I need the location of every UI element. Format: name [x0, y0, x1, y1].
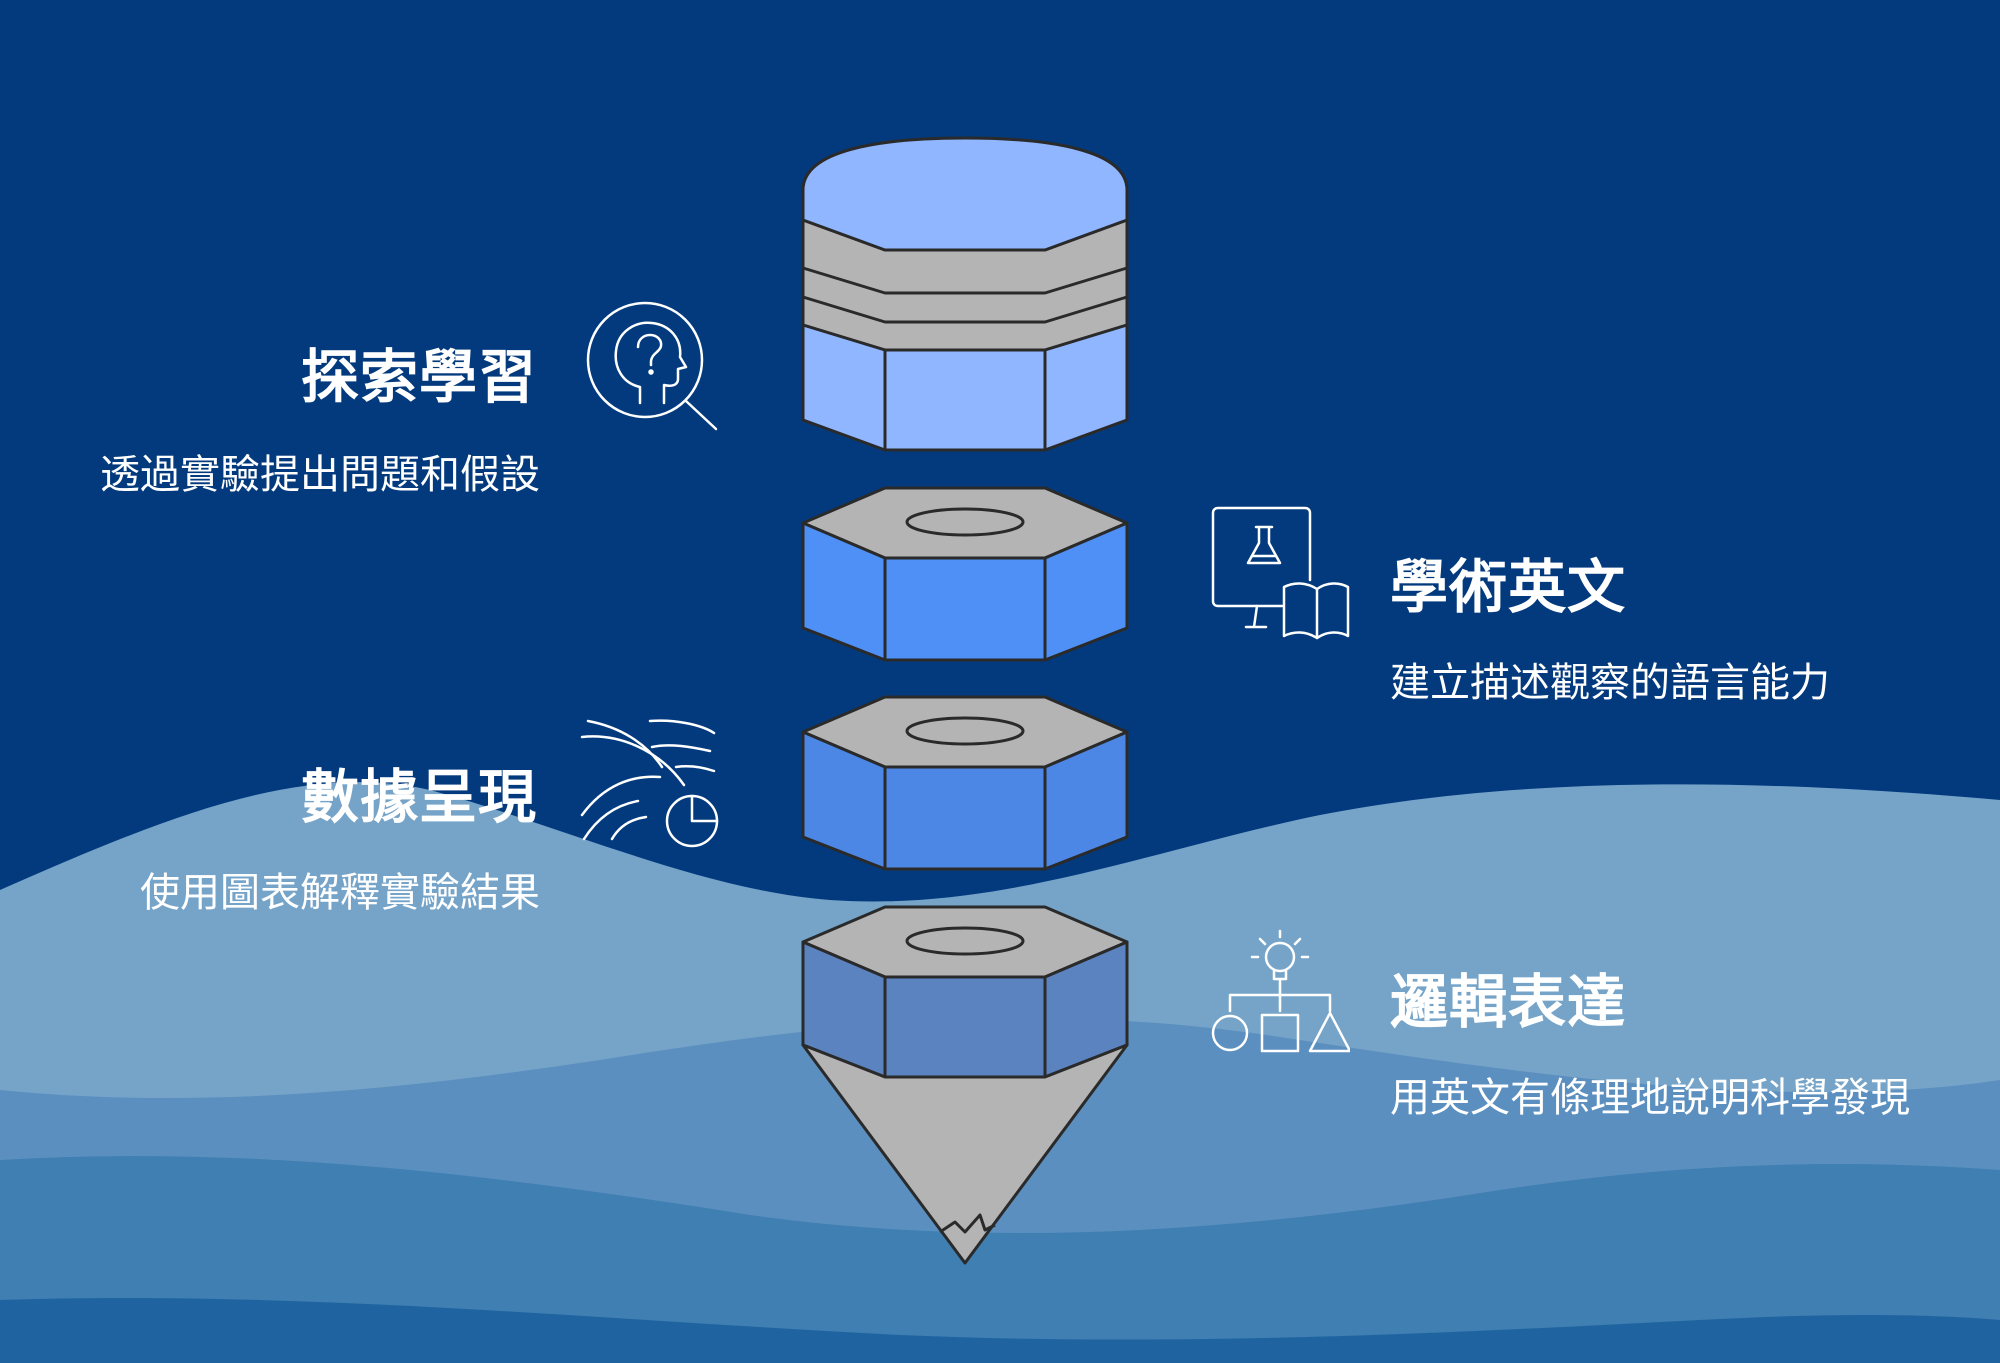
pencil-stack: [801, 136, 1129, 1265]
pencil-segment-2: [801, 695, 1129, 871]
item-title-data-presentation: 數據呈現: [300, 763, 537, 831]
wave-bottom: [0, 1298, 2000, 1363]
head-question-magnifier-icon: [580, 295, 720, 435]
item-description-academic-english: 建立描述觀察的語言能力: [1390, 660, 1830, 706]
lightbulb-shapes-hierarchy-icon: [1210, 925, 1350, 1065]
monitor-flask-book-icon: [1210, 505, 1350, 645]
item-title-exploration: 探索學習: [300, 343, 537, 411]
item-description-exploration: 透過實驗提出問題和假設: [100, 452, 540, 498]
item-title-academic-english: 學術英文: [1390, 553, 1627, 621]
pencil-segment-3: [801, 905, 1129, 1079]
pencil-segment-1: [801, 486, 1129, 662]
pencil-tip: [801, 1043, 1129, 1265]
pencil-cap: [801, 136, 1129, 452]
item-description-logical-expression: 用英文有條理地說明科學發現: [1390, 1075, 1910, 1121]
wind-pie-chart-icon: [580, 715, 720, 855]
item-title-logical-expression: 邏輯表達: [1390, 968, 1627, 1036]
item-description-data-presentation: 使用圖表解釋實驗結果: [140, 870, 540, 916]
